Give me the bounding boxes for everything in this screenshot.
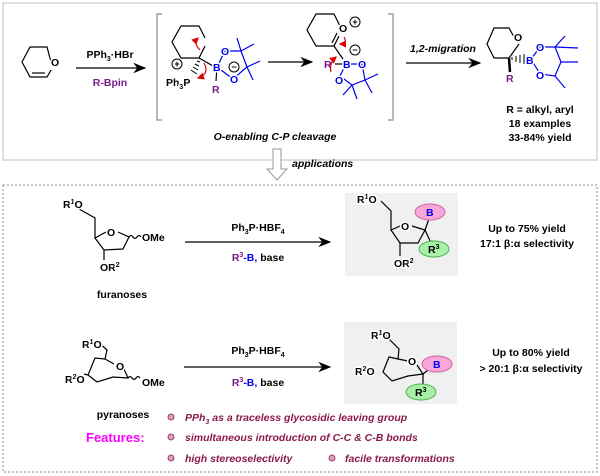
scope-substituents: R = alkyl, aryl bbox=[506, 104, 574, 116]
curved-arrow-icon bbox=[329, 56, 337, 73]
svg-text:R1O: R1O bbox=[63, 199, 83, 211]
bullet-icon bbox=[167, 433, 175, 441]
reagent-pph3-hbr: PPh3·HBr bbox=[86, 49, 133, 63]
svg-text:B: B bbox=[426, 207, 434, 219]
svg-text:R2O: R2O bbox=[355, 366, 375, 378]
svg-text:O: O bbox=[536, 70, 544, 82]
oxocarbenium-intermediate-structure: O + O O B R − bbox=[306, 13, 379, 100]
curved-arrow-icon bbox=[196, 62, 207, 80]
bullet-icon bbox=[328, 454, 336, 462]
cleavage-caption: O-enabling C-P cleavage bbox=[214, 131, 337, 143]
svg-text:R2O: R2O bbox=[65, 374, 85, 386]
svg-text:OR2: OR2 bbox=[394, 258, 414, 270]
boron-group-ellipse bbox=[414, 203, 446, 221]
svg-text:O: O bbox=[514, 32, 522, 44]
pyranoses-label: pyranoses bbox=[97, 409, 150, 421]
svg-text:B: B bbox=[213, 62, 221, 74]
svg-text:R3: R3 bbox=[428, 244, 440, 256]
features-list: PPh3 as a traceless glycosidic leaving g… bbox=[167, 412, 455, 465]
svg-text:+: + bbox=[174, 59, 179, 69]
feature-item: high stereoselectivity bbox=[185, 453, 294, 465]
left-bracket bbox=[156, 13, 162, 121]
svg-text:O: O bbox=[408, 356, 416, 368]
svg-text:R1O: R1O bbox=[82, 339, 102, 351]
boron-group-ellipse bbox=[421, 355, 453, 373]
furanose-substrate-structure: R1O O OMe OR2 bbox=[62, 198, 167, 276]
furanose-selectivity: 17:1 β:α selectivity bbox=[480, 238, 574, 250]
svg-text:O: O bbox=[335, 75, 343, 87]
svg-text:R: R bbox=[506, 73, 514, 85]
svg-text:O: O bbox=[339, 23, 347, 35]
svg-text:+: + bbox=[352, 17, 357, 27]
svg-text:B: B bbox=[526, 55, 534, 67]
svg-text:OMe: OMe bbox=[142, 377, 165, 389]
curved-arrow-icon bbox=[191, 37, 201, 51]
top-panel bbox=[2, 2, 598, 161]
svg-text:O: O bbox=[107, 227, 115, 239]
svg-text:R1O: R1O bbox=[371, 330, 391, 342]
reagent-r-bpin: R-Bpin bbox=[93, 77, 127, 89]
features-title: Features: bbox=[86, 430, 145, 445]
r3-group-ellipse bbox=[405, 383, 437, 401]
feature-item: simultaneous introduction of C-C & C-B b… bbox=[185, 432, 418, 444]
hollow-down-arrow-icon bbox=[265, 148, 289, 181]
furanose-yield: Up to 75% yield bbox=[488, 223, 566, 235]
furanoses-label: furanoses bbox=[97, 289, 147, 301]
ph3p-label: Ph3P bbox=[166, 77, 190, 91]
right-bracket bbox=[388, 13, 394, 121]
svg-text:O: O bbox=[230, 74, 238, 86]
pyranose-product-structure: B R3 R1O O R2O bbox=[344, 322, 457, 404]
intermediate-1-structure: O O B R − Ph3P + bbox=[165, 25, 261, 98]
svg-text:O: O bbox=[221, 46, 229, 58]
svg-text:O: O bbox=[401, 221, 409, 233]
svg-text:R1O: R1O bbox=[357, 194, 377, 206]
pyranose-substrate-structure: R1O O OMe R2O bbox=[64, 338, 167, 391]
svg-text:R: R bbox=[212, 84, 220, 96]
svg-text:O: O bbox=[51, 57, 59, 69]
bullet-icon bbox=[167, 454, 175, 462]
svg-text:R3: R3 bbox=[415, 387, 427, 399]
bullet-icon bbox=[167, 413, 175, 421]
r3-group-ellipse bbox=[418, 240, 450, 258]
feature-item: facile transformations bbox=[345, 453, 455, 465]
curved-arrow-icon bbox=[338, 36, 347, 48]
product-structure: O O O B R bbox=[486, 27, 579, 89]
reagent-r3b-base: R3-B, base bbox=[232, 377, 285, 389]
svg-text:O: O bbox=[116, 361, 124, 373]
svg-text:OR2: OR2 bbox=[100, 262, 120, 274]
reagent-ph3p-hbf4: Ph3P·HBF4 bbox=[231, 345, 284, 359]
reagent-r3b-base: R3-B, base bbox=[232, 252, 285, 264]
svg-text:OMe: OMe bbox=[142, 232, 165, 244]
dihydropyran-structure: O bbox=[21, 46, 61, 78]
svg-text:R: R bbox=[324, 59, 332, 71]
migration-label: 1,2-migration bbox=[410, 43, 476, 55]
svg-text:−: − bbox=[352, 45, 357, 55]
reagent-ph3p-hbf4: Ph3P·HBF4 bbox=[231, 222, 284, 236]
scope-yield: 33-84% yield bbox=[508, 132, 571, 144]
svg-text:B: B bbox=[343, 59, 351, 71]
scope-examples: 18 examples bbox=[509, 118, 572, 130]
pyranose-yield: Up to 80% yield bbox=[492, 347, 570, 359]
furanose-product-structure: B R3 R1O O OR2 bbox=[345, 193, 458, 276]
svg-text:−: − bbox=[231, 62, 236, 72]
pyranose-selectivity: > 20:1 β:α selectivity bbox=[479, 363, 582, 375]
svg-text:O: O bbox=[358, 59, 366, 71]
svg-text:B: B bbox=[433, 359, 441, 371]
applications-panel bbox=[2, 184, 598, 473]
svg-text:O: O bbox=[536, 42, 544, 54]
feature-item: PPh3 as a traceless glycosidic leaving g… bbox=[185, 412, 408, 426]
applications-label: applications bbox=[292, 158, 353, 170]
